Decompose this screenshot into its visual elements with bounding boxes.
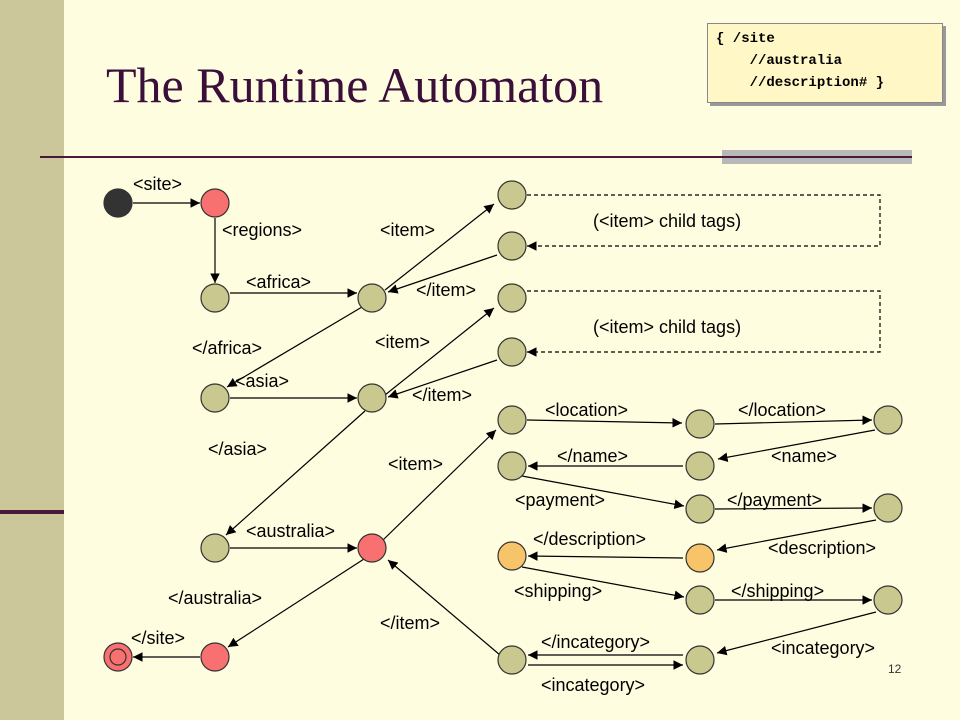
query-box: { /site //australia //description# }	[707, 23, 943, 103]
title-rule-shade	[722, 150, 912, 156]
label-name-end: </name>	[557, 446, 628, 466]
state-incategory	[685, 645, 715, 675]
state-name-done	[497, 451, 527, 481]
title-rule	[40, 156, 912, 158]
start-state	[103, 188, 133, 218]
state-africa	[357, 283, 387, 313]
state-item2	[497, 283, 527, 313]
edge-item3-end	[387, 559, 501, 656]
label-payment: <payment>	[515, 490, 605, 510]
label-item1: <item>	[380, 220, 435, 240]
edge-australia-end	[227, 558, 365, 648]
query-line: //australia	[716, 53, 843, 69]
label-australia-end: </australia>	[168, 588, 262, 608]
state-incategory-done	[497, 645, 527, 675]
final-state	[103, 642, 133, 672]
edge-shipping	[521, 566, 685, 600]
label-child-tags-2: (<item> child tags)	[593, 317, 741, 337]
edge-item3	[382, 429, 497, 541]
query-line: //description# }	[716, 75, 885, 91]
edge-item1	[384, 203, 495, 291]
state-australia	[357, 533, 387, 563]
label-africa-end: </africa>	[192, 338, 262, 358]
edge-child-tags-2	[527, 290, 881, 357]
label-africa: <africa>	[246, 272, 311, 292]
label-shipping-end: </shipping>	[731, 581, 824, 601]
state-item3	[497, 405, 527, 435]
edge-item1-end	[387, 254, 498, 294]
left-decor-bar	[0, 0, 64, 720]
state-shipping-done	[873, 585, 903, 615]
edge-description	[716, 519, 877, 553]
label-location: <location>	[545, 400, 628, 420]
edge-payment-end	[714, 503, 873, 513]
edge-africa-end	[226, 306, 363, 388]
edge-location-end	[714, 415, 873, 426]
label-description-end: </description>	[533, 529, 646, 549]
edge-description-end	[527, 551, 684, 561]
state-item2-children	[497, 337, 527, 367]
edge-item2	[384, 307, 495, 396]
edge-location	[526, 418, 683, 428]
state-payment	[685, 494, 715, 524]
state-location	[685, 409, 715, 439]
state-location-done	[873, 405, 903, 435]
label-item3-end: </item>	[380, 613, 440, 633]
label-site: <site>	[133, 174, 182, 194]
label-item1-end: </item>	[416, 280, 476, 300]
label-item2: <item>	[375, 332, 430, 352]
edge-name	[717, 429, 876, 462]
left-decor-line	[0, 510, 64, 514]
label-shipping: <shipping>	[514, 581, 602, 601]
state-asia	[357, 383, 387, 413]
label-australia: <australia>	[246, 521, 335, 541]
title-rule-shade-2	[722, 158, 912, 164]
state-australia-done	[200, 642, 230, 672]
state-description-done	[497, 541, 527, 571]
edge-incategory	[716, 611, 877, 656]
page-title: The Runtime Automaton	[106, 57, 604, 113]
page-number: 12	[888, 662, 902, 676]
label-payment-end: </payment>	[727, 490, 822, 510]
label-item3: <item>	[388, 454, 443, 474]
state-asia-done	[200, 533, 230, 563]
edge-asia-end	[225, 410, 366, 536]
state-regions	[200, 283, 230, 313]
label-asia: <asia>	[235, 371, 289, 391]
state-africa-done	[200, 383, 230, 413]
label-site-end: </site>	[131, 628, 185, 648]
edge-child-tags-1	[527, 194, 881, 251]
label-location-end: </location>	[738, 400, 826, 420]
state-item1-children	[497, 231, 527, 261]
state-site	[200, 188, 230, 218]
edge-item2-end	[387, 359, 498, 399]
label-incategory-end: </incategory>	[541, 632, 650, 652]
final-state-ring	[109, 648, 127, 666]
query-line: { /site	[716, 31, 775, 47]
label-item2-end: </item>	[412, 385, 472, 405]
label-asia-end: </asia>	[208, 439, 267, 459]
label-incategory-bottom: <incategory>	[541, 675, 645, 695]
label-name: <name>	[771, 446, 837, 466]
label-incategory: <incategory>	[771, 638, 875, 658]
state-item1	[497, 180, 527, 210]
state-description	[685, 543, 715, 573]
label-description: <description>	[768, 538, 876, 558]
state-shipping	[685, 585, 715, 615]
state-payment-done	[873, 493, 903, 523]
label-regions: <regions>	[222, 220, 302, 240]
label-child-tags-1: (<item> child tags)	[593, 211, 741, 231]
state-name	[685, 451, 715, 481]
edge-payment	[521, 475, 685, 509]
